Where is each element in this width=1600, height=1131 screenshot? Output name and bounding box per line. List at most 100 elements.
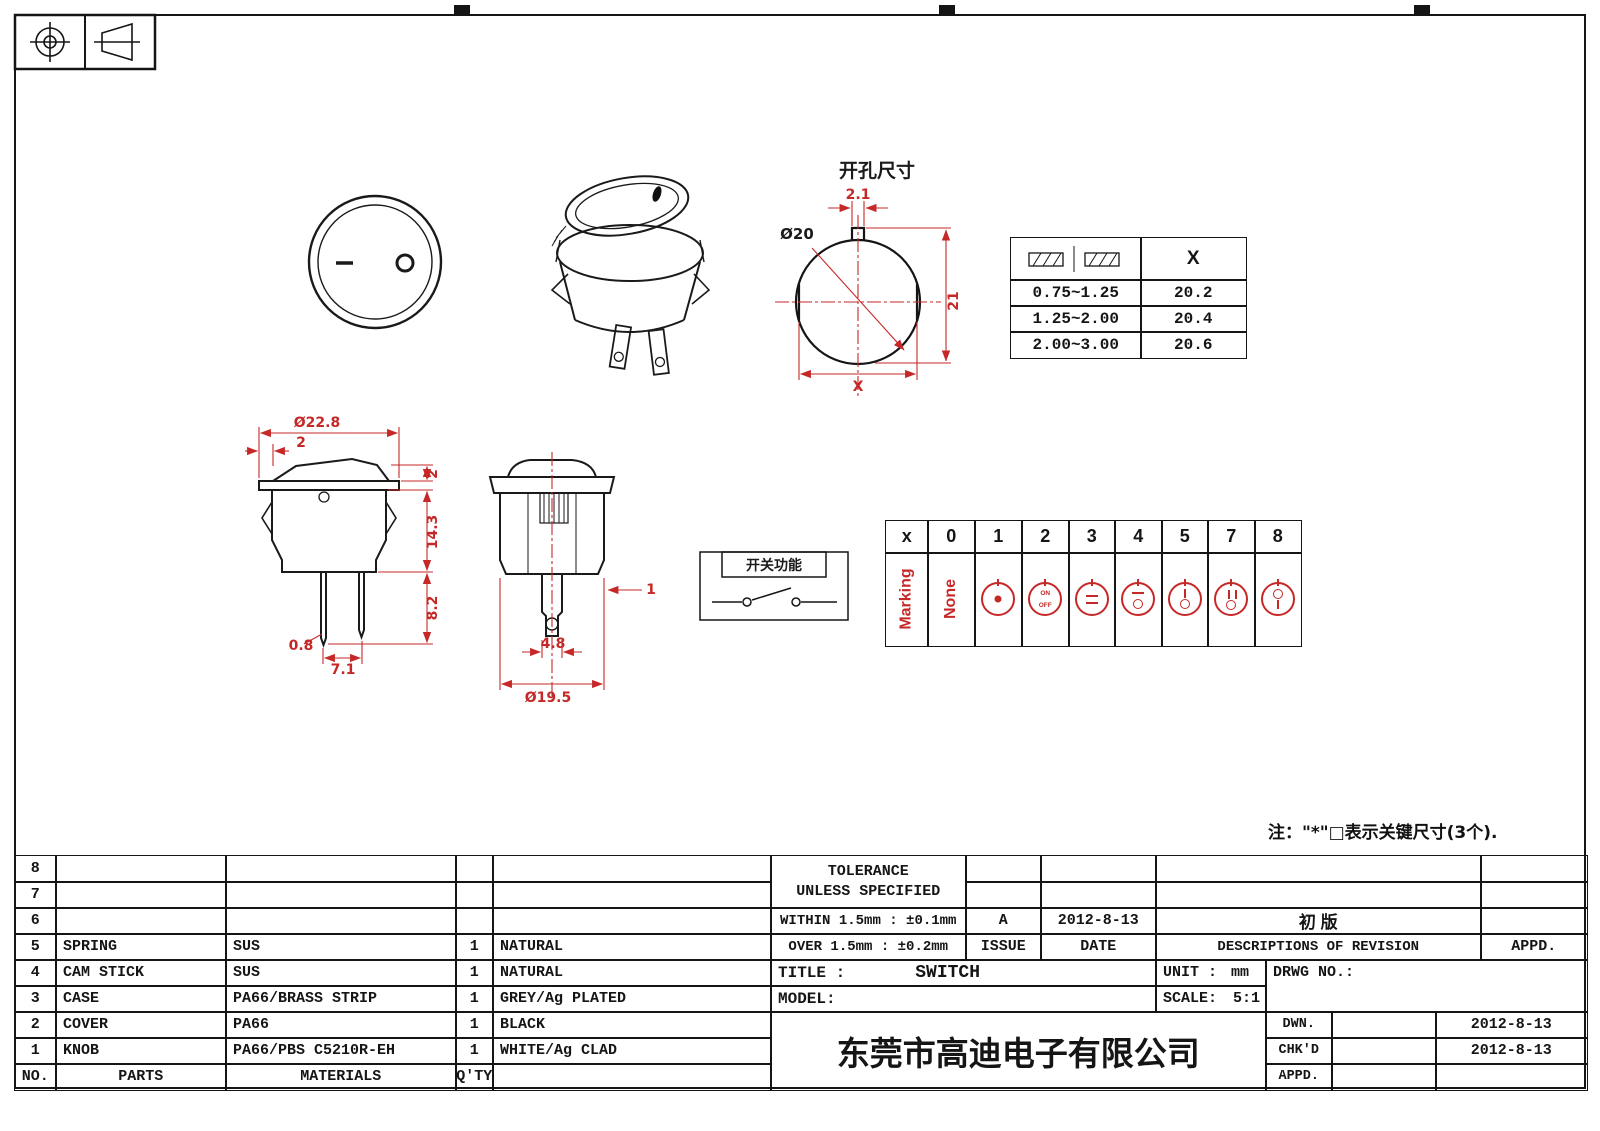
- bom-footer-materials: MATERIALS: [225, 1063, 457, 1091]
- revision-cell: [1040, 881, 1157, 909]
- marking-header: 2: [1021, 520, 1070, 554]
- panel-cutout-view: 开孔尺寸 Ø20: [775, 159, 962, 396]
- issue-value: A: [965, 907, 1042, 935]
- bom-finish: [492, 907, 772, 935]
- bom-finish: [492, 881, 772, 909]
- bom-qty: [455, 855, 494, 883]
- revision-cell: [1480, 881, 1588, 909]
- marking-row-label: Marking: [897, 568, 915, 630]
- marking-dot-icon: [981, 579, 1016, 617]
- marking-symbol-cell: [1161, 552, 1209, 647]
- dim-dia22-8: Ø22.8: [294, 415, 340, 431]
- bom-footer-parts: PARTS: [55, 1063, 227, 1091]
- title-cell: TITLE : SWITCH: [770, 959, 1157, 987]
- bom-material: SUS: [225, 959, 457, 987]
- bom-qty: 1: [455, 959, 494, 987]
- marking-header: 3: [1068, 520, 1116, 554]
- dim-4-8: 4.8: [541, 636, 566, 652]
- appd-column-label: APPD.: [1480, 933, 1588, 961]
- chkd-label: CHK'D: [1265, 1037, 1333, 1065]
- bom-no: 3: [14, 985, 57, 1013]
- drawing-area: 开孔尺寸 Ø20: [13, 13, 962, 706]
- chkd-date: 2012-8-13: [1435, 1037, 1588, 1065]
- bom-finish: WHITE/Ag CLAD: [492, 1037, 772, 1065]
- bom-part: SPRING: [55, 933, 227, 961]
- thickness-range: 0.75~1.25: [1010, 279, 1142, 307]
- cone-projection-icon: [94, 22, 140, 62]
- bom-footer-qty: Q'TY: [455, 1063, 494, 1091]
- marking-header: 1: [974, 520, 1023, 554]
- dim-2-right: 2: [425, 469, 441, 479]
- marking-none-label: None: [942, 579, 960, 620]
- marking-none-cell: None: [927, 552, 976, 647]
- marking-symbol-cell: [974, 552, 1023, 647]
- dim-2-1: 2.1: [846, 187, 871, 203]
- scale-cell: SCALE: 5:1: [1155, 985, 1267, 1013]
- thickness-value: 20.2: [1140, 279, 1247, 307]
- bom-part: KNOB: [55, 1037, 227, 1065]
- marking-double-dash-icon: [1074, 579, 1109, 617]
- tolerance-within: WITHIN 1.5mm : ±0.1mm: [770, 907, 967, 935]
- marking-header: 4: [1114, 520, 1163, 554]
- dim-1: 1: [646, 582, 656, 598]
- bom-qty: 1: [455, 1037, 494, 1065]
- bom-no: 6: [14, 907, 57, 935]
- panel-hatch-icon: [1028, 245, 1120, 272]
- bom-no: 2: [14, 1011, 57, 1039]
- cutout-label: 开孔尺寸: [839, 159, 915, 182]
- bom-no: 8: [14, 855, 57, 883]
- tolerance-line2: UNLESS SPECIFIED: [796, 882, 941, 900]
- dwn-date: 2012-8-13: [1435, 1011, 1588, 1039]
- company-name: 东莞市高迪电子有限公司: [770, 1011, 1267, 1091]
- switch-perspective-view: [550, 175, 711, 376]
- centering-mark: [454, 5, 470, 15]
- dwn-signature: [1331, 1011, 1437, 1039]
- bom-material: PA66: [225, 1011, 457, 1039]
- bom-material: PA66/PBS C5210R-EH: [225, 1037, 457, 1065]
- thickness-value: 20.6: [1140, 331, 1247, 359]
- unit-value: mm: [1231, 964, 1250, 982]
- bom-part: CAM STICK: [55, 959, 227, 987]
- bom-part: [55, 855, 227, 883]
- bom-part: CASE: [55, 985, 227, 1013]
- sheet-border: [14, 14, 1586, 1089]
- thickness-symbol-cell: [1010, 237, 1142, 281]
- tolerance-header: TOLERANCE UNLESS SPECIFIED: [770, 855, 967, 909]
- bom-material: [225, 855, 457, 883]
- dim-x: X: [853, 379, 864, 395]
- revision-cell: [1155, 881, 1482, 909]
- bom-material: PA66/BRASS STRIP: [225, 985, 457, 1013]
- dim-7-1: 7.1: [331, 662, 356, 678]
- issue-date: 2012-8-13: [1040, 907, 1157, 935]
- drwg-no-cell: DRWG NO.:: [1265, 959, 1588, 1013]
- bom-finish: NATURAL: [492, 959, 772, 987]
- marking-circle-bar-icon: [1260, 579, 1295, 617]
- key-dimension-note: 注："*"□表示关键尺寸(3个).: [1268, 823, 1498, 843]
- bom-material: [225, 907, 457, 935]
- bom-part: [55, 881, 227, 909]
- bom-finish: [492, 855, 772, 883]
- appd-date: [1435, 1063, 1588, 1091]
- marking-symbol-cell: ON OFF: [1021, 552, 1070, 647]
- bom-material: [225, 881, 457, 909]
- on-text: ON: [1040, 590, 1051, 598]
- dim-14-3: 14.3: [425, 515, 441, 550]
- marking-header: 5: [1161, 520, 1209, 554]
- bom-no: 7: [14, 881, 57, 909]
- title-value: SWITCH: [915, 962, 981, 983]
- switch-front-view: [307, 194, 443, 330]
- marking-symbol-cell: [1114, 552, 1163, 647]
- revision-appd: [1480, 907, 1588, 935]
- bom-qty: [455, 907, 494, 935]
- bom-finish: BLACK: [492, 1011, 772, 1039]
- dim-2-left: 2: [296, 435, 306, 451]
- centering-mark: [1414, 5, 1430, 15]
- marking-header: 8: [1254, 520, 1302, 554]
- appd-label: APPD.: [1265, 1063, 1333, 1091]
- dim-8-2: 8.2: [425, 596, 441, 621]
- dim-dia20: Ø20: [780, 225, 814, 243]
- tolerance-line1: TOLERANCE: [827, 863, 909, 881]
- marking-dash-circle-icon: [1121, 579, 1156, 617]
- unit-cell: UNIT : mm: [1155, 959, 1267, 987]
